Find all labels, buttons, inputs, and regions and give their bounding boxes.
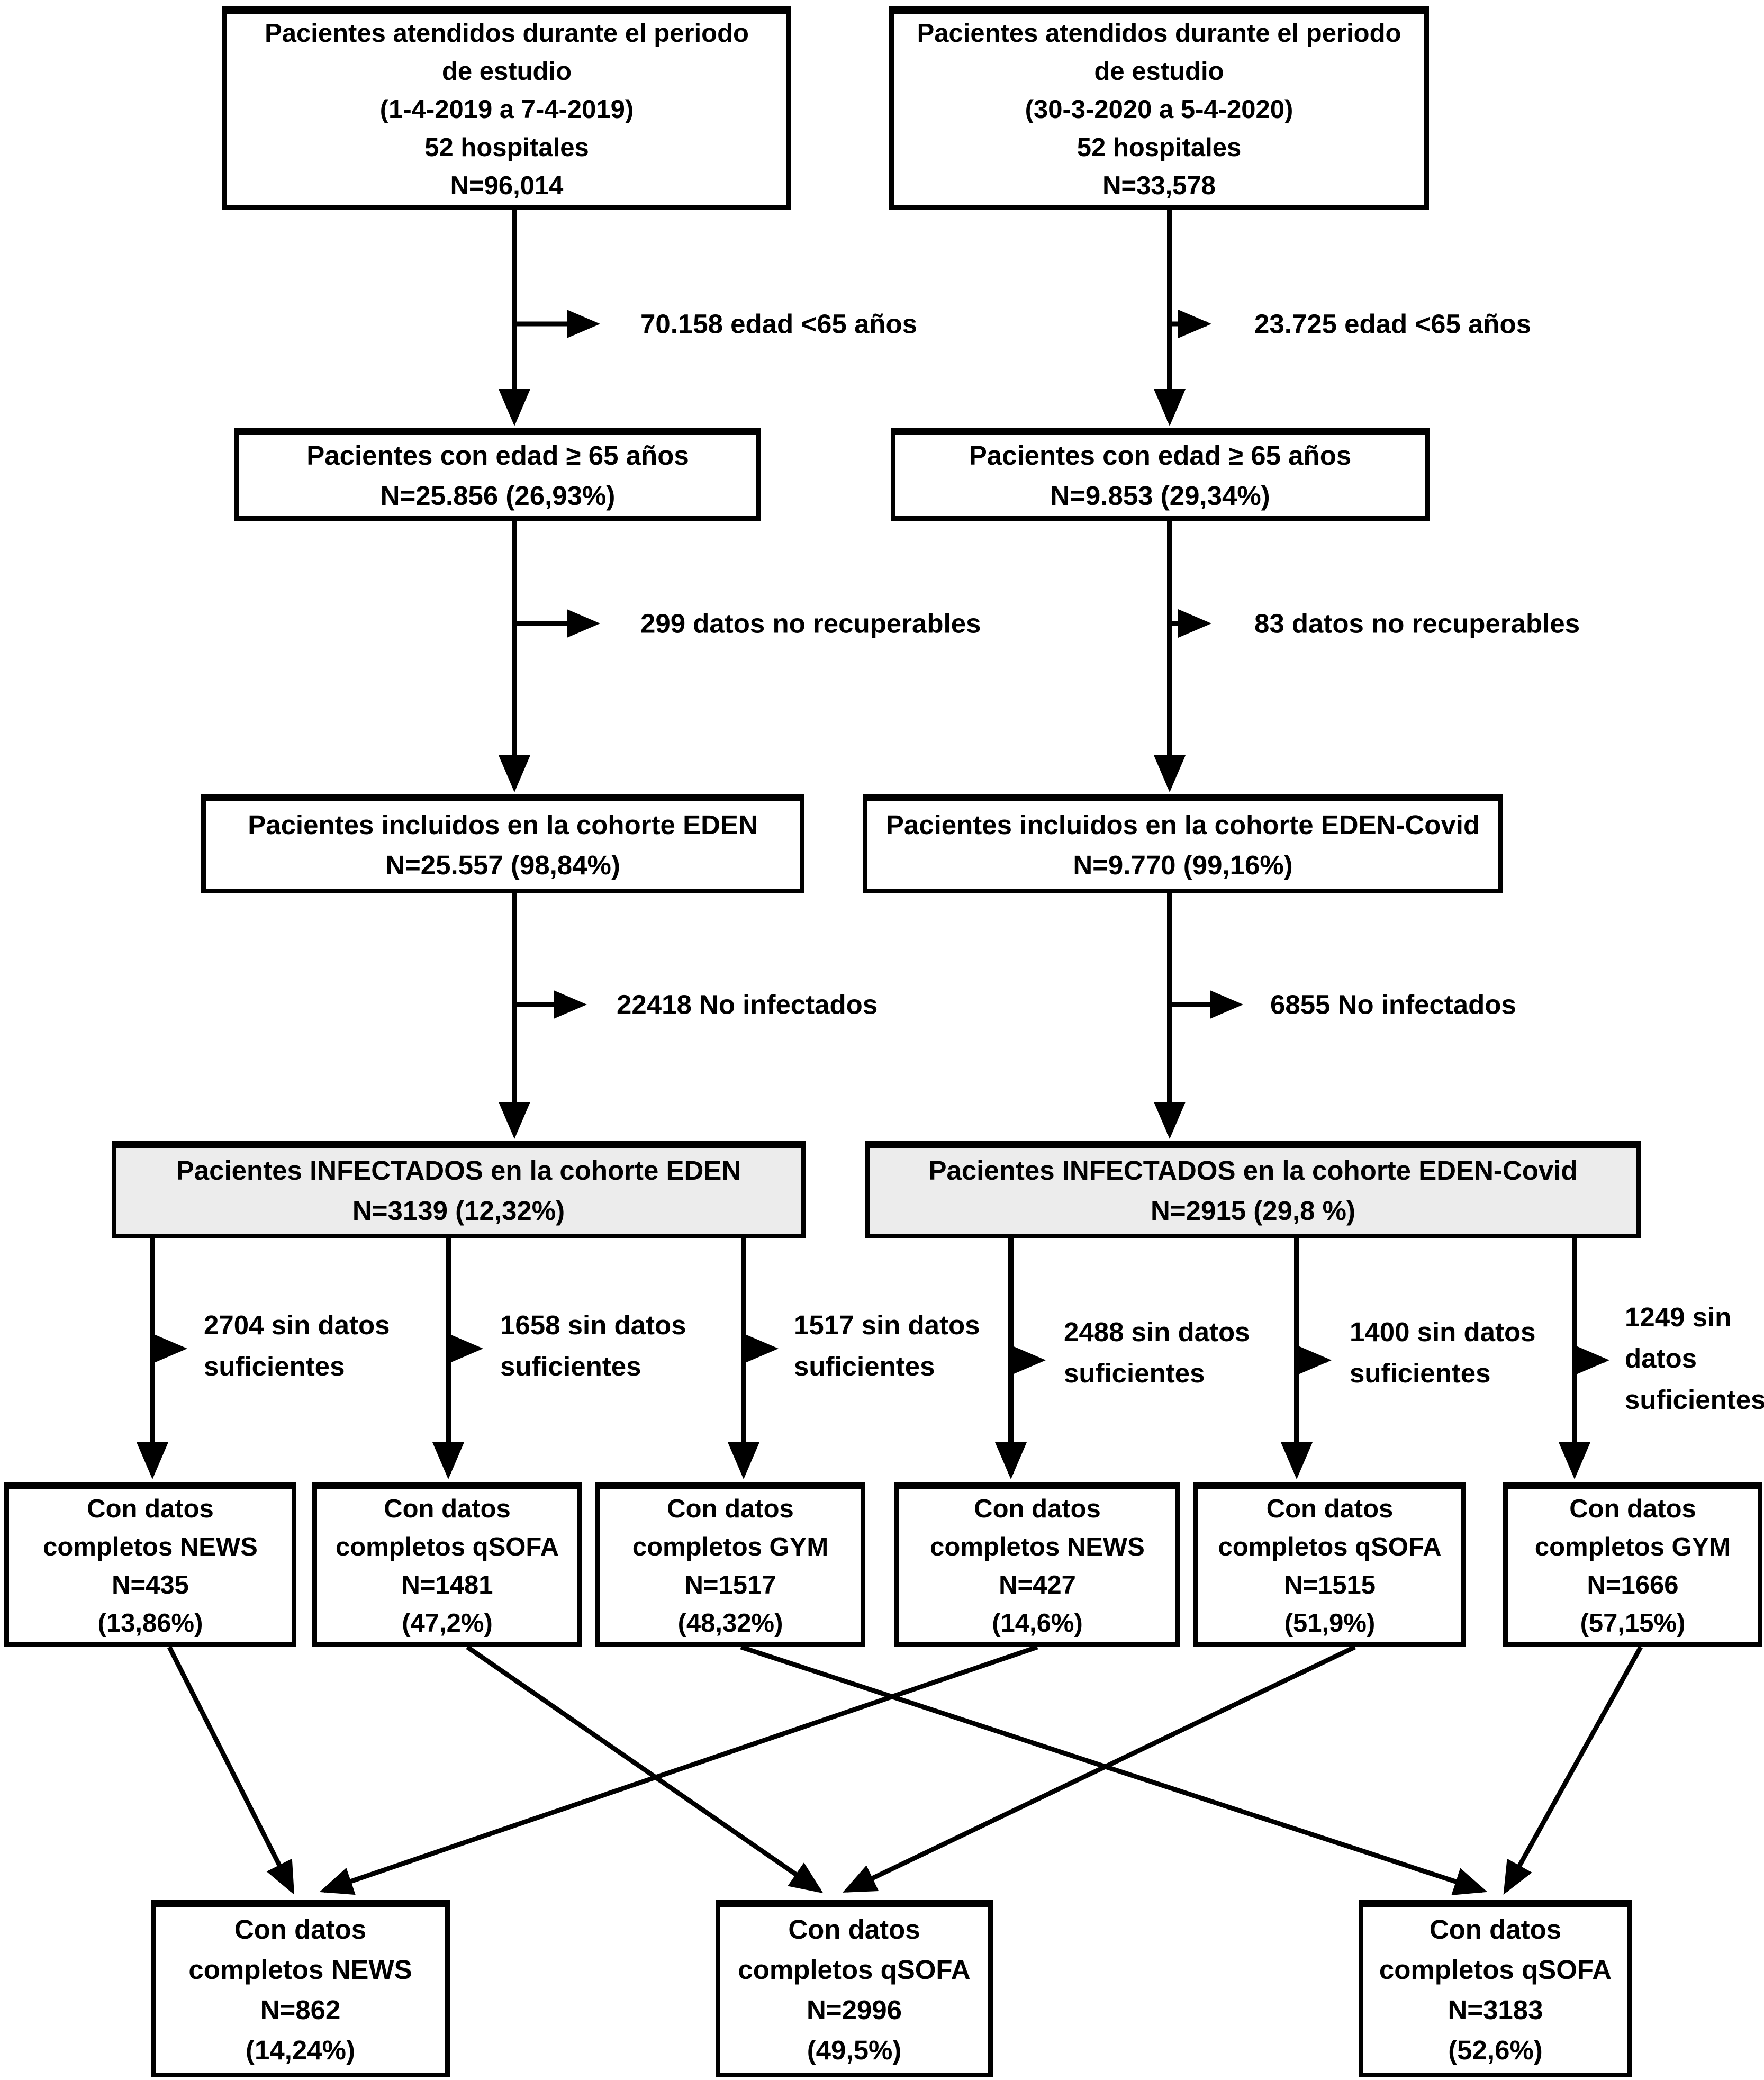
box-age65-right: Pacientes con edad ≥ 65 años N=9.853 (29… (891, 428, 1430, 521)
box-infected-eden-covid: Pacientes INFECTADOS en la cohorte EDEN-… (865, 1141, 1641, 1238)
box-age65-left-text: Pacientes con edad ≥ 65 años N=25.856 (2… (306, 440, 689, 511)
box-infected-eden: Pacientes INFECTADOS en la cohorte EDEN … (112, 1141, 806, 1238)
box-qsofa-left: Con datos completos qSOFA N=1481 (47,2%) (312, 1482, 582, 1647)
box-gym-right-text: Con datos completos GYM N=1666 (57,15%) (1534, 1494, 1731, 1638)
arrow-merge-rightqsofa-to-qsofa (842, 1644, 1356, 1893)
box-attended-2019: Pacientes atendidos durante el periodo d… (222, 6, 791, 210)
box-news-right-text: Con datos completos NEWS N=427 (14,6%) (930, 1494, 1145, 1638)
box-gym-left: Con datos completos GYM N=1517 (48,32%) (595, 1482, 865, 1647)
box-attended-2020-text: Pacientes atendidos durante el periodo d… (917, 19, 1401, 200)
arrow-merge-leftgym-to-pooled (740, 1644, 1488, 1895)
box-attended-2019-text: Pacientes atendidos durante el periodo d… (265, 19, 749, 200)
box-age65-left: Pacientes con edad ≥ 65 años N=25.856 (2… (234, 428, 761, 521)
label-sindatos-right-news: 2488 sin datos suficientes (1064, 1317, 1250, 1388)
arrow-merge-rightnews-to-news (319, 1644, 1038, 1895)
box-included-eden: Pacientes incluidos en la cohorte EDEN N… (201, 794, 804, 893)
box-gym-right: Con datos completos GYM N=1666 (57,15%) (1503, 1482, 1762, 1647)
box-pooled-news: Con datos completos NEWS N=862 (14,24%) (151, 1900, 450, 2077)
box-included-eden-covid-text: Pacientes incluidos en la cohorte EDEN-C… (885, 809, 1480, 880)
arrow-merge-leftnews-to-news (167, 1645, 295, 1895)
box-included-eden-covid: Pacientes incluidos en la cohorte EDEN-C… (863, 794, 1503, 893)
box-qsofa-right: Con datos completos qSOFA N=1515 (51,9%) (1193, 1482, 1466, 1647)
box-included-eden-text: Pacientes incluidos en la cohorte EDEN N… (248, 809, 758, 880)
arrow-merge-leftqsofa-to-qsofa (466, 1645, 824, 1894)
box-infected-eden-text: Pacientes INFECTADOS en la cohorte EDEN … (176, 1155, 741, 1226)
box-pooled-gym-text: Con datos completos qSOFA N=3183 (52,6%) (1379, 1914, 1612, 2065)
box-news-left-text: Con datos completos NEWS N=435 (13,86%) (43, 1494, 258, 1638)
label-sindatos-left-news: 2704 sin datos suficientes (204, 1310, 390, 1381)
label-excl-data-left: 299 datos no recuperables (640, 608, 981, 639)
label-sindatos-right-gym: 1249 sin datos suficientes (1625, 1302, 1764, 1415)
box-attended-2020: Pacientes atendidos durante el periodo d… (889, 6, 1429, 210)
label-sindatos-right-qsofa: 1400 sin datos suficientes (1350, 1317, 1536, 1388)
box-qsofa-right-text: Con datos completos qSOFA N=1515 (51,9%) (1218, 1494, 1442, 1638)
box-pooled-gym: Con datos completos qSOFA N=3183 (52,6%) (1359, 1900, 1632, 2077)
box-news-left: Con datos completos NEWS N=435 (13,86%) (4, 1482, 296, 1647)
label-excl-age-right: 23.725 edad <65 años (1254, 309, 1532, 339)
box-news-right: Con datos completos NEWS N=427 (14,6%) (894, 1482, 1180, 1647)
box-pooled-qsofa-text: Con datos completos qSOFA N=2996 (49,5%) (738, 1914, 971, 2065)
label-excl-data-right: 83 datos no recuperables (1254, 608, 1580, 639)
label-excl-infected-right: 6855 No infectados (1270, 989, 1516, 1020)
box-age65-right-text: Pacientes con edad ≥ 65 años N=9.853 (29… (969, 440, 1352, 511)
box-gym-left-text: Con datos completos GYM N=1517 (48,32%) (632, 1494, 829, 1638)
label-sindatos-left-gym: 1517 sin datos suficientes (794, 1310, 980, 1381)
box-pooled-qsofa: Con datos completos qSOFA N=2996 (49,5%) (716, 1900, 993, 2077)
box-infected-eden-covid-text: Pacientes INFECTADOS en la cohorte EDEN-… (928, 1155, 1578, 1226)
box-qsofa-left-text: Con datos completos qSOFA N=1481 (47,2%) (335, 1494, 559, 1638)
box-pooled-news-text: Con datos completos NEWS N=862 (14,24%) (188, 1914, 412, 2065)
label-excl-age-left: 70.158 edad <65 años (640, 309, 918, 339)
label-excl-infected-left: 22418 No infectados (617, 989, 878, 1020)
label-sindatos-left-qsofa: 1658 sin datos suficientes (500, 1310, 686, 1381)
arrow-merge-rightgym-to-pooled (1503, 1645, 1643, 1895)
